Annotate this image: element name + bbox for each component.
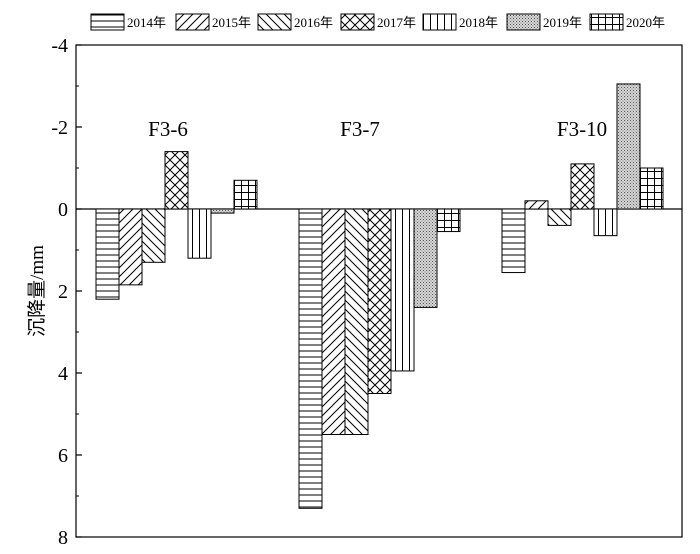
y-axis-title: 沉降量/mm [26, 245, 48, 337]
bar-f3-10-2014 [501, 208, 526, 274]
legend-swatch-2019 [506, 13, 541, 31]
y-tick-label: 6 [58, 445, 68, 467]
legend-label-2017: 2017年 [377, 15, 416, 30]
y-tick-label: -2 [51, 117, 68, 139]
bar-f3-10-2020 [639, 167, 664, 210]
category-labels: F3-6 F3-7 F3-10 [148, 117, 607, 141]
bar-f3-10-2015 [524, 200, 549, 210]
bar-f3-10-2016 [547, 208, 572, 226]
legend-label-2018: 2018年 [459, 15, 498, 30]
y-tick-label: 2 [58, 281, 68, 303]
bar-f3-6-2016 [141, 208, 166, 263]
bar-f3-6-2020 [233, 179, 258, 210]
legend-label-2015: 2015年 [212, 15, 251, 30]
legend-swatch-2014 [90, 13, 125, 31]
bar-f3-10-2018 [593, 208, 618, 237]
bar-f3-7-2020 [436, 208, 461, 233]
bar-f3-10-2017 [570, 163, 595, 210]
bar-f3-7-2019 [413, 208, 438, 308]
legend: 2014年 2015年 2016年 2017年 2018年 2019年 2020年 [90, 13, 665, 31]
bar-f3-6-2017 [164, 151, 189, 210]
legend-swatch-2017 [340, 13, 375, 31]
legend-swatch-2016 [257, 13, 292, 31]
y-tick-label: 0 [58, 199, 68, 221]
legend-swatch-2020 [589, 13, 624, 31]
y-tick-label: -4 [51, 35, 68, 57]
bar-f3-6-2015 [118, 208, 143, 286]
bar-f3-6-2019 [210, 208, 235, 214]
category-label-f3-7: F3-7 [340, 117, 380, 141]
bar-f3-6-2018 [187, 208, 212, 259]
y-tick-label: 8 [58, 527, 68, 549]
bar-f3-7-2017 [367, 208, 392, 394]
bars-group [95, 83, 664, 509]
legend-swatch-2015 [175, 13, 210, 31]
bar-f3-6-2014 [95, 208, 120, 300]
category-label-f3-10: F3-10 [557, 117, 607, 141]
legend-label-2016: 2016年 [294, 15, 333, 30]
y-axis: -4 -2 0 2 4 6 8 [51, 35, 82, 549]
y-tick-label: 4 [58, 363, 68, 385]
legend-label-2020: 2020年 [626, 15, 665, 30]
bar-f3-7-2015 [321, 208, 346, 435]
legend-label-2014: 2014年 [127, 15, 166, 30]
category-label-f3-6: F3-6 [148, 117, 188, 141]
legend-swatch-2018 [422, 13, 457, 31]
bar-f3-7-2016 [344, 208, 369, 435]
bar-f3-7-2018 [390, 208, 415, 372]
bar-f3-10-2019 [616, 83, 641, 210]
bar-f3-7-2014 [298, 208, 323, 509]
legend-label-2019: 2019年 [543, 15, 582, 30]
